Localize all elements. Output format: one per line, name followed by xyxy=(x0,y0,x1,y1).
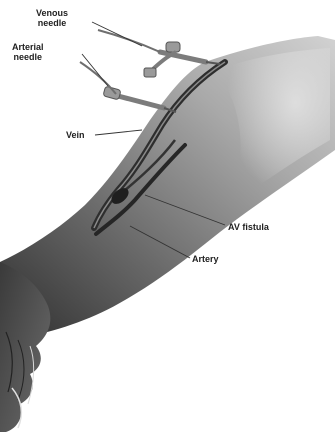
arterial-needle-leader xyxy=(82,54,108,86)
arterial-needle-label: Arterial needle xyxy=(12,42,44,62)
av-fistula-label: AV fistula xyxy=(228,222,269,232)
venous-needle-label-line1: Venous xyxy=(36,8,68,18)
vein-label: Vein xyxy=(66,130,85,140)
venous-needle-label-line2: needle xyxy=(36,18,68,28)
venous-needle-leader xyxy=(92,22,142,46)
artery-label: Artery xyxy=(192,254,219,264)
vein-leader xyxy=(95,130,142,135)
venous-needle-label: Venous needle xyxy=(36,8,68,28)
arterial-needle-label-line1: Arterial xyxy=(12,42,44,52)
arterial-needle-label-line2: needle xyxy=(12,52,44,62)
